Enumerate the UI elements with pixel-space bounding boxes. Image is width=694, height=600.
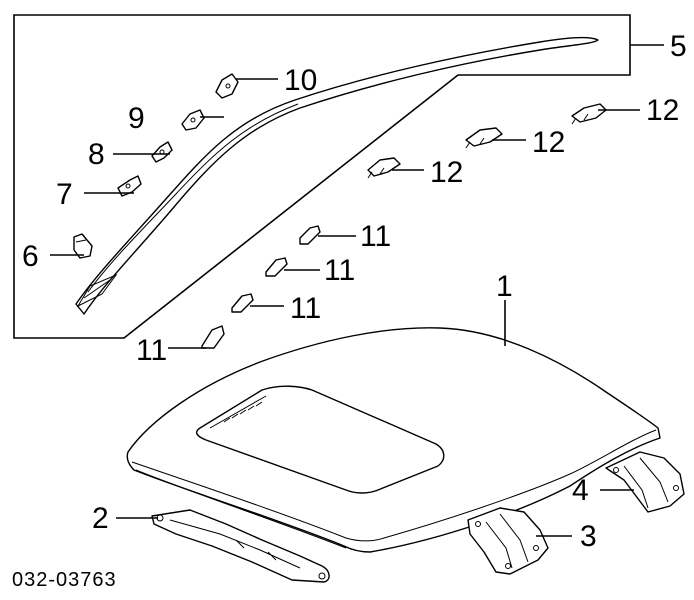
callout-11-b: 11 — [324, 254, 355, 287]
callout-6: 6 — [22, 240, 39, 273]
clip-7 — [117, 175, 142, 197]
clip-10 — [215, 73, 239, 99]
clip-12-b — [465, 127, 503, 149]
leader-lines — [50, 44, 664, 537]
subassembly-5-boundary — [13, 14, 631, 339]
callout-1: 1 — [496, 270, 513, 303]
clip-8 — [151, 141, 173, 163]
bracket-part-4 — [605, 451, 685, 513]
diagram-code: 032-03763 — [12, 569, 117, 591]
clip-11-c — [231, 293, 254, 313]
clip-11-a — [299, 225, 321, 245]
callout-9: 9 — [128, 102, 145, 135]
bracket-part-3 — [467, 507, 549, 575]
clip-11-b — [265, 257, 288, 277]
clip-11-d — [201, 325, 225, 349]
callout-5: 5 — [670, 30, 687, 63]
roof-panel-part — [126, 327, 661, 553]
callout-12-c: 12 — [430, 156, 463, 189]
clip-12-c — [367, 157, 401, 179]
clip-9 — [181, 109, 205, 131]
roof-molding-part — [75, 36, 599, 315]
clip-12-a — [571, 103, 607, 125]
callout-2: 2 — [92, 502, 109, 535]
rail-part-2 — [151, 509, 330, 583]
callout-4: 4 — [572, 474, 589, 507]
callout-12-b: 12 — [532, 126, 565, 159]
callout-12-a: 12 — [646, 94, 679, 127]
callout-11-d: 11 — [136, 334, 167, 367]
callout-7: 7 — [56, 178, 73, 211]
callout-11-a: 11 — [360, 220, 391, 253]
callout-11-c: 11 — [290, 292, 321, 325]
callout-8: 8 — [88, 138, 105, 171]
sunroof-vent-slots — [223, 401, 263, 423]
clip-6 — [73, 233, 93, 259]
callout-3: 3 — [580, 520, 597, 553]
callout-10: 10 — [284, 64, 317, 97]
